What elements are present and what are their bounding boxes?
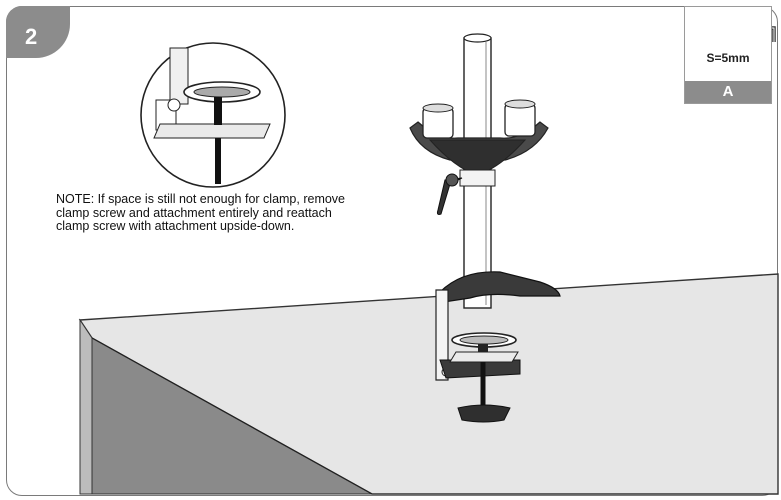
- step-number: 2: [25, 24, 38, 49]
- arm-hub: [409, 99, 549, 215]
- tool-box: S=5mm A: [684, 6, 772, 104]
- tool-size-label: S=5mm: [706, 51, 750, 65]
- desk-clamp: [435, 271, 561, 423]
- tool-letter: A: [685, 81, 771, 103]
- desk-front: [79, 318, 93, 495]
- detail-circle: [140, 42, 286, 188]
- desk: [78, 273, 779, 495]
- note-text: NOTE: If space is still not enough for c…: [56, 192, 346, 233]
